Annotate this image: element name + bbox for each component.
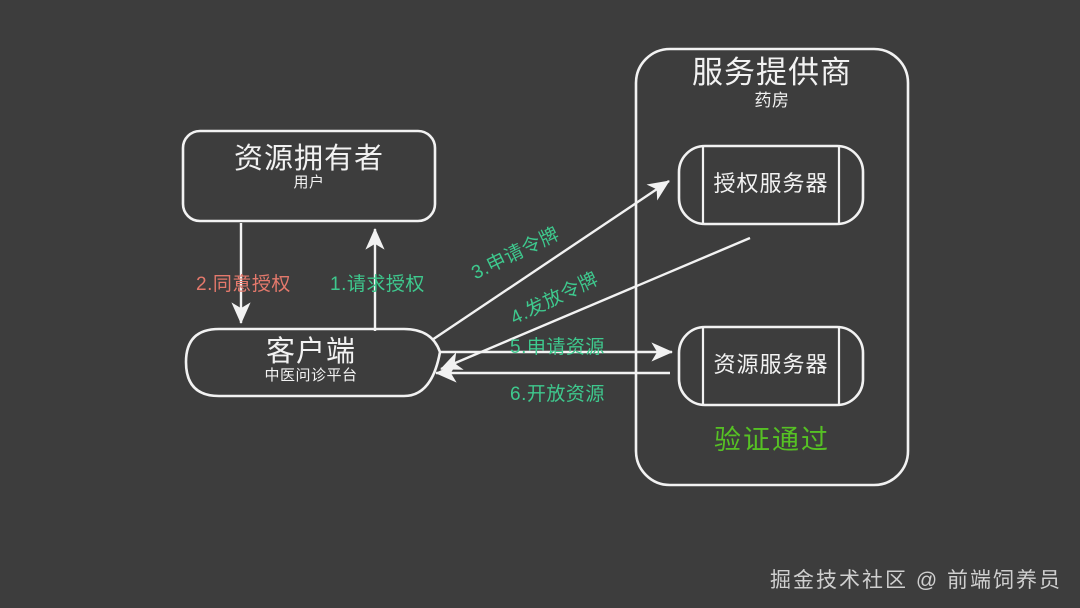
service-provider-container — [634, 47, 910, 487]
edge-3-apply-token — [431, 180, 670, 341]
watermark: 掘金技术社区 @ 前端饲养员 — [770, 569, 1062, 592]
edge-4-issue-token — [440, 236, 751, 371]
client-shape — [184, 327, 442, 398]
resource-owner-shape — [181, 129, 437, 223]
resource-server-shape — [677, 325, 865, 407]
verification-status: 验证通过 — [714, 425, 830, 455]
authorization-server-shape — [677, 144, 865, 226]
